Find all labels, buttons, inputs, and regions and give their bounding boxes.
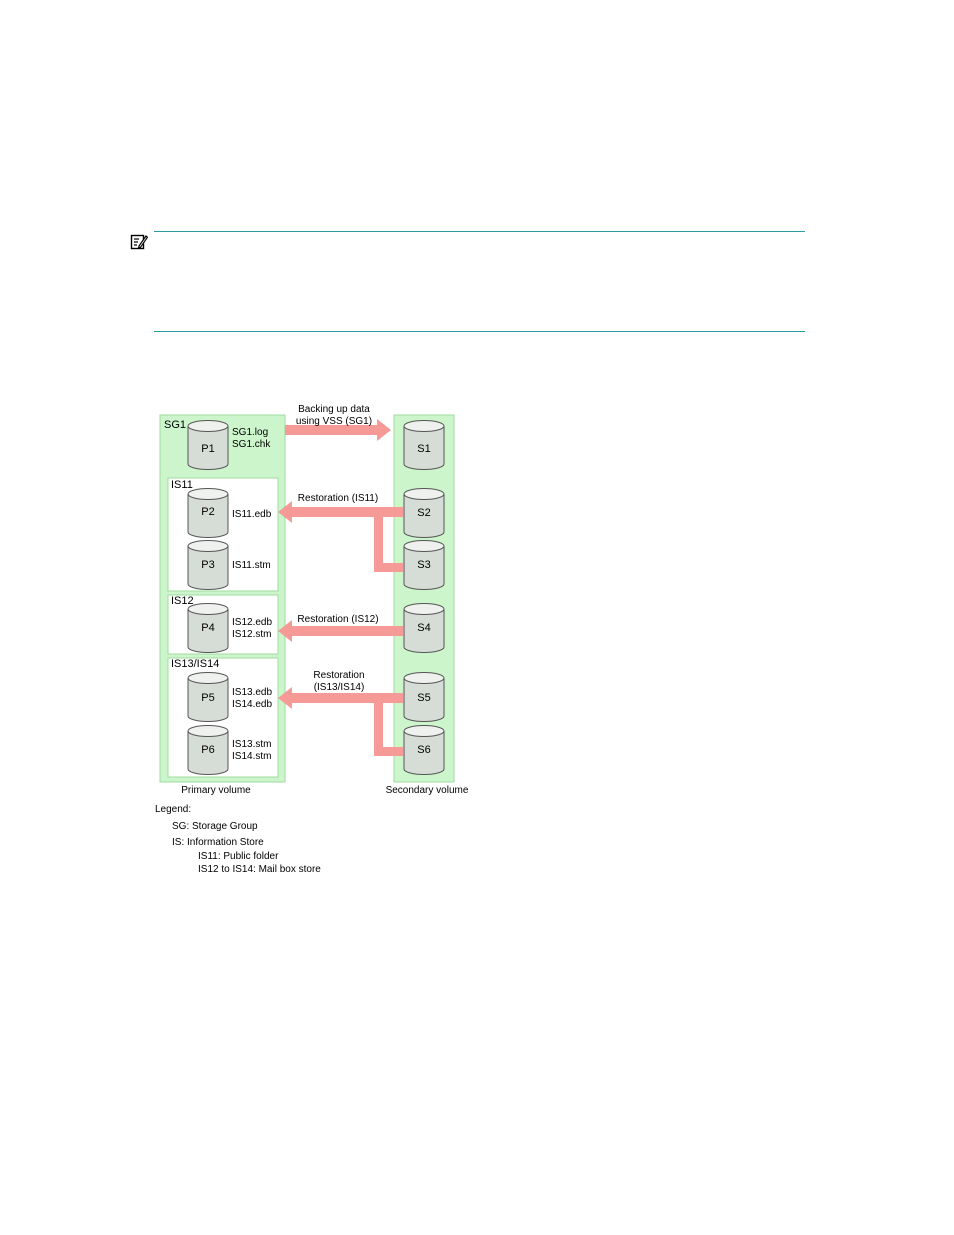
svg-text:S1: S1 xyxy=(417,443,430,455)
file-is14-stm: IS14.stm xyxy=(232,751,271,762)
legend-is: IS: Information Store xyxy=(172,837,264,849)
file-is11-edb: IS11.edb xyxy=(232,509,272,520)
svg-text:P5: P5 xyxy=(201,692,214,704)
legend-title: Legend: xyxy=(155,804,191,816)
secondary-volume-caption: Secondary volume xyxy=(386,785,469,796)
restore-is11-label: Restoration (IS11) xyxy=(298,493,378,504)
disk-s4: S4 xyxy=(404,604,444,653)
disk-p1: P1 xyxy=(188,421,228,470)
file-is12-stm: IS12.stm xyxy=(232,629,271,640)
disk-s2: S2 xyxy=(404,489,444,538)
disk-s6: S6 xyxy=(404,726,444,775)
disk-s5: S5 xyxy=(404,673,444,722)
disk-p4: P4 xyxy=(188,604,228,653)
svg-text:S3: S3 xyxy=(417,559,430,571)
legend-sg: SG: Storage Group xyxy=(172,821,258,833)
file-sg1-chk: SG1.chk xyxy=(232,439,271,450)
legend-is12-14: IS12 to IS14: Mail box store xyxy=(198,864,321,876)
svg-text:S6: S6 xyxy=(417,744,430,756)
svg-text:P4: P4 xyxy=(201,622,214,634)
disk-s3: S3 xyxy=(404,541,444,590)
file-is13-stm: IS13.stm xyxy=(232,739,271,750)
disk-p2: P2 xyxy=(188,489,228,538)
svg-text:S4: S4 xyxy=(417,622,430,634)
backup-label-line1: Backing up data xyxy=(298,404,370,415)
file-is12-edb: IS12.edb xyxy=(232,617,272,628)
disk-s1: S1 xyxy=(404,421,444,470)
backup-label-line2: using VSS (SG1) xyxy=(296,416,372,427)
legend-is11: IS11: Public folder xyxy=(198,851,278,863)
restore-is13-label-line2: (IS13/IS14) xyxy=(314,682,365,693)
svg-text:P1: P1 xyxy=(201,443,214,455)
is12-label: IS12 xyxy=(171,595,194,607)
svg-text:P6: P6 xyxy=(201,744,214,756)
file-sg1-log: SG1.log xyxy=(232,427,268,438)
primary-volume-caption: Primary volume xyxy=(181,785,251,796)
file-is11-stm: IS11.stm xyxy=(232,560,271,571)
file-is14-edb: IS14.edb xyxy=(232,699,272,710)
svg-text:P2: P2 xyxy=(201,506,214,518)
svg-text:S5: S5 xyxy=(417,692,430,704)
disk-p5: P5 xyxy=(188,673,228,722)
sg1-label: SG1 xyxy=(164,419,186,431)
disk-p3: P3 xyxy=(188,541,228,590)
restore-is12-label: Restoration (IS12) xyxy=(297,614,378,625)
disk-p6: P6 xyxy=(188,726,228,775)
restore-is13-label-line1: Restoration xyxy=(313,670,364,681)
restore-is11-arrow xyxy=(278,501,403,572)
restore-is13-is14-arrow xyxy=(278,687,403,756)
file-is13-edb: IS13.edb xyxy=(232,687,272,698)
is13-is14-label: IS13/IS14 xyxy=(171,658,219,670)
svg-text:S2: S2 xyxy=(417,507,430,519)
is11-label: IS11 xyxy=(171,479,193,491)
svg-text:P3: P3 xyxy=(201,559,214,571)
